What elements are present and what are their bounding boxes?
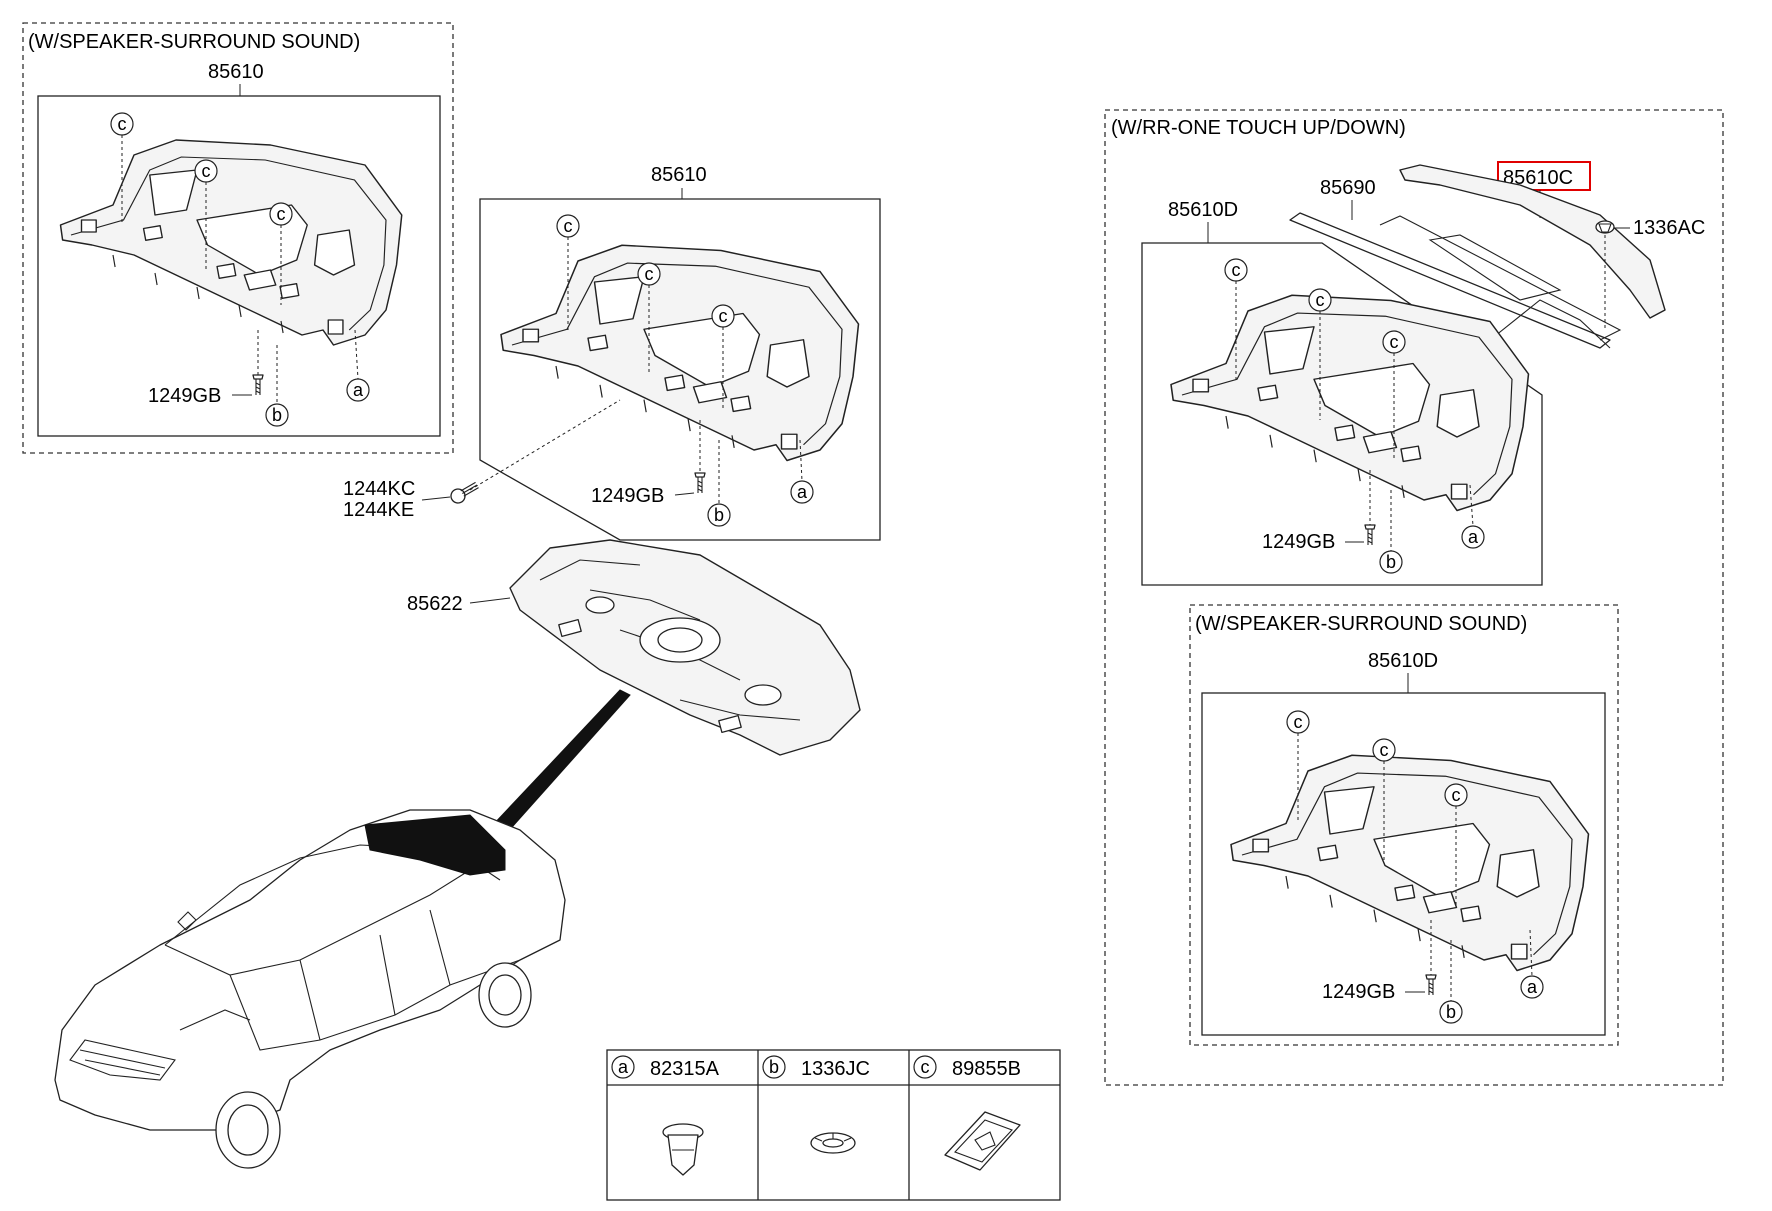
shade-cover-label: 85610C xyxy=(1503,167,1573,189)
legend-part-c: 89855B xyxy=(952,1058,1021,1080)
shade-85690 xyxy=(1289,212,1611,349)
right-bottom-solid-box xyxy=(1201,692,1606,1036)
tl-callout-c2: c xyxy=(202,161,211,181)
right-inner-dashed-box xyxy=(1189,604,1619,1046)
center-group: 85610 c c c 1244KC 1244KE 1249GB b a xyxy=(343,164,881,541)
clip-82315A-icon xyxy=(662,1123,704,1176)
tl-screw xyxy=(252,374,264,396)
center-screw xyxy=(694,472,706,494)
right-shelf-bottom-label: 85610D xyxy=(1368,650,1438,672)
rb-callout-c1: c xyxy=(1294,712,1303,732)
legend-table: a 82315A b 1336JC c 89855B xyxy=(606,1049,1061,1201)
nut-label: 1336AC xyxy=(1633,217,1705,239)
rb-screw-label: 1249GB xyxy=(1322,981,1395,1003)
tl-callout-b: b xyxy=(272,405,282,425)
right-bottom-package-tray xyxy=(1230,754,1590,972)
bolt-label-2: 1244KE xyxy=(343,499,414,521)
shade-cover-85610C xyxy=(1399,164,1666,319)
nut-1336JC-icon xyxy=(810,1132,856,1154)
center-callout-c1: c xyxy=(564,216,573,236)
right-dashed-box xyxy=(1104,109,1724,1086)
tl-screw-label: 1249GB xyxy=(148,385,221,407)
rb-screw xyxy=(1425,974,1437,996)
legend-key-b: b xyxy=(769,1057,779,1077)
center-callout-c3: c xyxy=(719,306,728,326)
rt-callout-c2: c xyxy=(1316,290,1325,310)
car-illustration xyxy=(54,689,631,1169)
shade-label: 85690 xyxy=(1320,177,1376,199)
rt-screw xyxy=(1364,524,1376,546)
right-shelf-top-label: 85610D xyxy=(1168,199,1238,221)
center-shelf-label: 85610 xyxy=(651,164,707,186)
center-callout-a: a xyxy=(797,482,808,502)
highlight-box xyxy=(1497,161,1591,191)
bolt-1244 xyxy=(450,481,479,504)
rt-callout-b: b xyxy=(1386,552,1396,572)
right-top-package-tray xyxy=(1170,294,1530,512)
top-left-solid-box xyxy=(37,95,441,437)
rb-callout-b: b xyxy=(1446,1002,1456,1022)
nut-1336AC xyxy=(1595,220,1615,234)
legend-key-c: c xyxy=(921,1057,930,1077)
tl-package-tray xyxy=(59,139,403,346)
rt-callout-c3: c xyxy=(1390,332,1399,352)
bolt-label-1: 1244KC xyxy=(343,478,415,500)
center-solid-box xyxy=(479,198,881,541)
rb-callout-c3: c xyxy=(1452,785,1461,805)
tl-callout-a: a xyxy=(353,380,364,400)
rt-callout-c1: c xyxy=(1232,260,1241,280)
rb-callout-c2: c xyxy=(1380,740,1389,760)
legend-part-a: 82315A xyxy=(650,1058,720,1080)
legend-key-a: a xyxy=(618,1057,629,1077)
tl-callout-c3: c xyxy=(277,204,286,224)
center-package-tray xyxy=(500,244,860,462)
rb-callout-a: a xyxy=(1527,977,1538,997)
right-top-solid-box xyxy=(1141,242,1543,586)
pad-label: 85622 xyxy=(407,593,463,615)
rt-screw-label: 1249GB xyxy=(1262,531,1335,553)
pad-89855B-icon xyxy=(944,1111,1021,1171)
center-callout-b: b xyxy=(714,505,724,525)
rt-callout-a: a xyxy=(1468,527,1479,547)
tl-shelf-label: 85610 xyxy=(208,61,264,83)
pad-group: 85622 xyxy=(407,539,861,756)
top-left-group: (W/SPEAKER-SURROUND SOUND) 85610 c c c 1… xyxy=(22,22,454,454)
right-inner-note: (W/SPEAKER-SURROUND SOUND) xyxy=(1195,613,1527,635)
center-screw-label: 1249GB xyxy=(591,485,664,507)
top-left-dashed-box xyxy=(22,22,454,454)
right-group: (W/RR-ONE TOUCH UP/DOWN) 85610C 1336AC 8… xyxy=(1104,109,1724,1086)
tl-callout-c1: c xyxy=(118,114,127,134)
legend-part-b: 1336JC xyxy=(801,1058,870,1080)
right-note: (W/RR-ONE TOUCH UP/DOWN) xyxy=(1111,117,1406,139)
top-left-note: (W/SPEAKER-SURROUND SOUND) xyxy=(28,31,360,53)
center-callout-c2: c xyxy=(645,264,654,284)
